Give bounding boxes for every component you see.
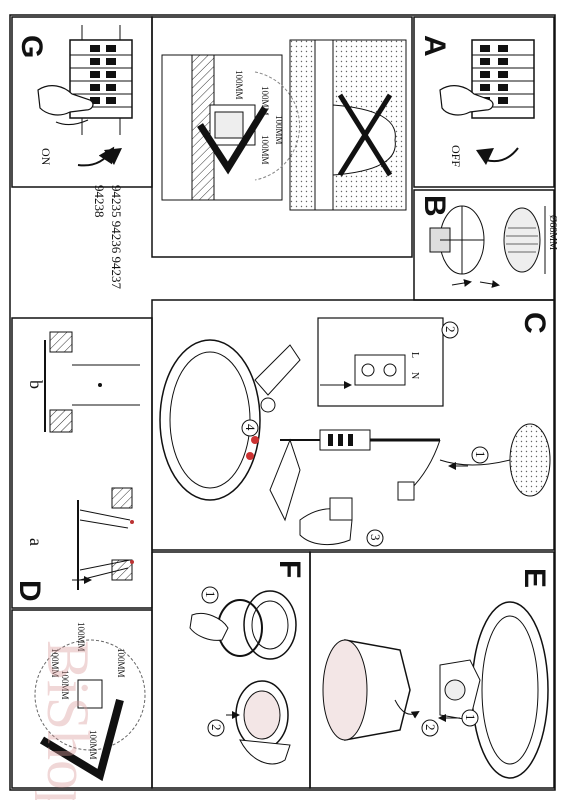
svg-text:2: 2 <box>209 724 224 731</box>
svg-text:100MM: 100MM <box>274 115 284 145</box>
panel-e-letter: E <box>518 568 551 588</box>
models-line1: 94235 94236 94237 <box>109 185 124 290</box>
panel-a-letter: A <box>418 35 451 57</box>
panel-b: B Ø68MM <box>414 190 558 300</box>
svg-text:4: 4 <box>243 424 258 431</box>
svg-text:100MM: 100MM <box>260 135 270 165</box>
svg-text:100MM: 100MM <box>234 70 244 100</box>
models-line2: 94238 <box>92 185 107 218</box>
panel-d-sub-a: a <box>26 538 46 546</box>
model-numbers: 94235 94236 94237 94238 <box>92 185 124 290</box>
svg-text:2: 2 <box>443 326 458 333</box>
panel-f: F 1 2 <box>152 552 310 788</box>
panel-b-letter: B <box>418 195 451 217</box>
svg-text:1: 1 <box>473 451 488 458</box>
panel-e: E 1 2 <box>310 552 554 788</box>
panel-b-dimension: Ø68MM <box>547 215 558 250</box>
panel-c-letter: C <box>518 312 551 334</box>
panel-d: D b a <box>12 318 152 608</box>
panel-d-sub-b: b <box>26 380 46 389</box>
panel-a-state: OFF <box>449 145 463 167</box>
panel-d-letter: D <box>13 580 46 602</box>
panel-g: G ON <box>12 17 152 187</box>
panel-g-state: ON <box>39 148 53 166</box>
svg-text:L: L <box>409 352 420 358</box>
watermark: BiShop <box>35 640 101 800</box>
svg-text:100MM: 100MM <box>116 648 126 678</box>
panel-clearance: 100MM 100MM 100MM 100MM <box>152 17 412 257</box>
svg-text:3: 3 <box>368 534 383 541</box>
panel-g-letter: G <box>15 35 48 58</box>
svg-text:1: 1 <box>463 714 478 721</box>
panel-c: C L N 2 4 1 3 <box>152 300 554 550</box>
svg-text:1: 1 <box>203 591 218 598</box>
svg-text:2: 2 <box>423 724 438 731</box>
panel-a: A OFF <box>414 17 554 187</box>
panel-f-letter: F <box>273 560 306 578</box>
svg-text:N: N <box>409 372 420 379</box>
